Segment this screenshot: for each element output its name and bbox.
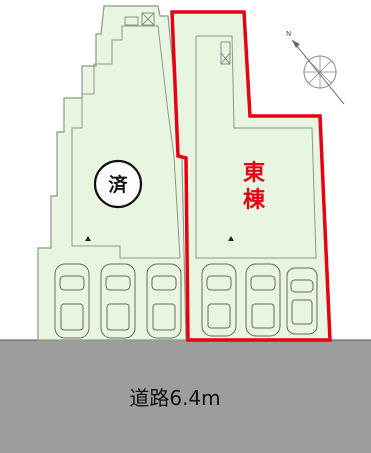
road-label: 道路6.4m bbox=[129, 386, 220, 410]
sold-marker bbox=[93, 159, 143, 209]
west-entrance-marker bbox=[85, 236, 91, 241]
west-utility-box bbox=[141, 12, 155, 26]
west-building-outline-right bbox=[122, 25, 181, 259]
sold-marker-label: 済 bbox=[108, 173, 128, 196]
parking-west bbox=[54, 263, 182, 339]
car bbox=[286, 267, 318, 335]
east-building-outline bbox=[195, 35, 317, 259]
road bbox=[0, 340, 371, 453]
car bbox=[146, 263, 182, 339]
parking-east bbox=[201, 263, 318, 337]
car bbox=[100, 263, 136, 339]
east-lot-highlight bbox=[170, 10, 332, 342]
east-lot-label-1: 東 bbox=[243, 161, 265, 186]
east-lot-label-2: 棟 bbox=[243, 187, 266, 213]
north-arrow-icon: N bbox=[286, 30, 345, 105]
west-meter-box bbox=[124, 16, 139, 26]
north-label: N bbox=[286, 30, 291, 38]
east-entrance-marker bbox=[228, 236, 234, 241]
car bbox=[54, 263, 90, 339]
car bbox=[201, 263, 237, 337]
west-building-outline bbox=[71, 26, 180, 259]
car bbox=[245, 263, 281, 337]
